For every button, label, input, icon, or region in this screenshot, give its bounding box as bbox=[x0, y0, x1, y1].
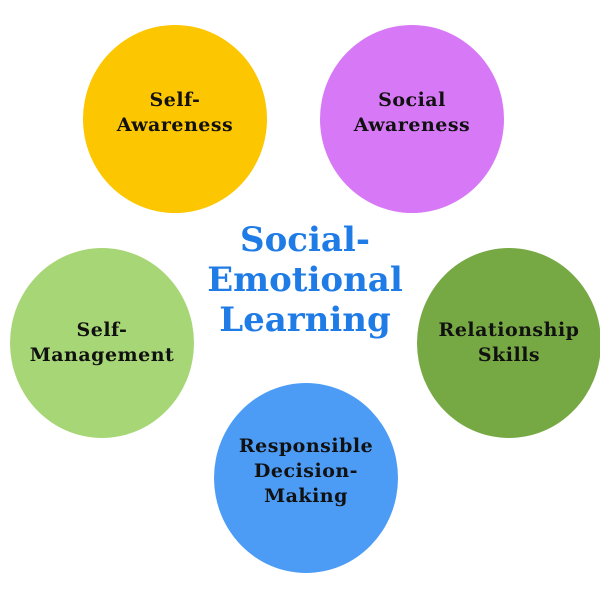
node-self-management: Self- Management bbox=[10, 248, 194, 438]
node-label: Social Awareness bbox=[353, 89, 471, 136]
node-label: Relationship Skills bbox=[438, 319, 580, 366]
center-title: Social- Emotional Learning bbox=[207, 220, 403, 340]
node-label: Self- Awareness bbox=[116, 89, 234, 136]
node-relationship-skills: Relationship Skills bbox=[417, 248, 600, 438]
node-label: Self- Management bbox=[29, 319, 175, 366]
node-self-awareness: Self- Awareness bbox=[83, 25, 267, 213]
node-responsible-decision-making: Responsible Decision- Making bbox=[214, 383, 398, 573]
node-social-awareness: Social Awareness bbox=[320, 25, 504, 213]
node-label: Responsible Decision- Making bbox=[238, 434, 374, 507]
